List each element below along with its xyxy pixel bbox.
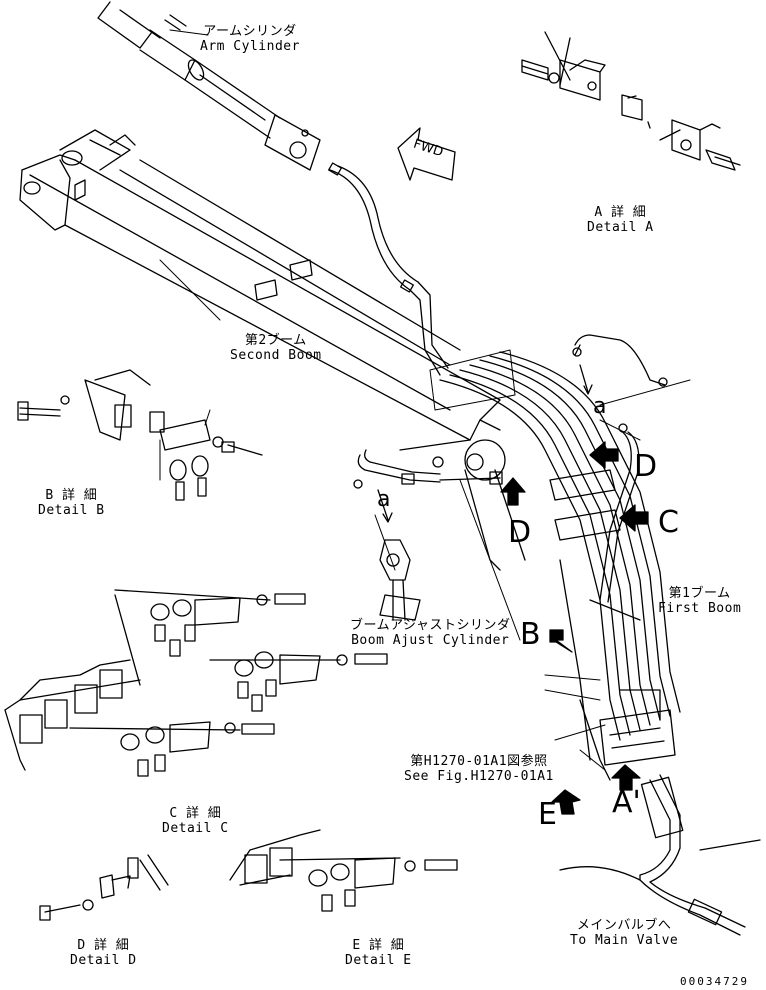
first-boom-drawing — [464, 334, 668, 781]
callout-c: C — [658, 505, 679, 540]
callout-e: E — [538, 797, 557, 832]
detail-e-parts — [229, 829, 458, 912]
detail-b-parts — [17, 369, 263, 501]
callout-a-boom-adjust: a — [377, 487, 391, 512]
main-valve-hoses — [559, 774, 761, 936]
detail-d-parts — [39, 854, 169, 921]
second-boom-drawing — [19, 129, 501, 468]
callout-a-prime: A' — [612, 785, 641, 820]
callout-d-right: D — [634, 449, 658, 484]
direction-arrows — [500, 441, 649, 815]
boom-adjust-cylinder-drawing — [353, 449, 503, 621]
fwd-arrow-icon — [397, 127, 456, 181]
arm-cylinder-drawing — [97, 1, 321, 171]
callout-a-first-boom: a — [593, 394, 607, 419]
arm-cylinder-hoses — [328, 162, 449, 376]
detail-c-parts — [4, 589, 388, 777]
a-reference-arrows — [377, 364, 593, 523]
first-boom-pipe-bundle — [429, 349, 681, 766]
leader-lines — [159, 29, 691, 771]
detail-a-parts — [521, 31, 741, 171]
callout-d-left: D — [508, 515, 532, 550]
drawing-number: 00034729 — [680, 975, 749, 988]
callout-b: B — [520, 617, 541, 652]
